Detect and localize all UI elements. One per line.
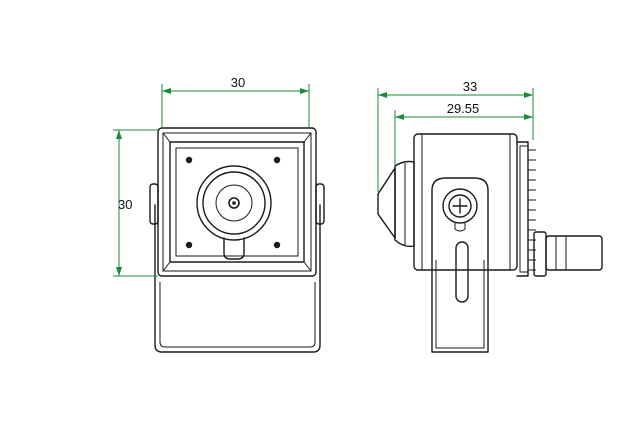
side-lens-cone (377, 167, 396, 239)
front-left-ear (149, 183, 159, 225)
side-bracket-plate (431, 177, 489, 353)
side-total-length-dimension: 33 (377, 79, 534, 192)
screw-top-left (185, 156, 193, 164)
side-total-length-label: 33 (463, 79, 477, 94)
side-body (413, 133, 518, 271)
front-chamfer-bottom (162, 261, 312, 272)
lens-ring-outer (196, 165, 272, 241)
front-face-plate (169, 141, 305, 263)
side-bracket-slot (455, 241, 469, 303)
side-bracket-inner (435, 260, 485, 349)
side-heat-fins (516, 141, 536, 277)
front-view (149, 127, 325, 353)
lens-pinhole (228, 197, 240, 209)
front-width-dimension: 30 (161, 75, 310, 128)
side-body-length-label: 29.55 (447, 101, 480, 116)
lens-ring-middle (202, 171, 266, 235)
side-pivot-screw (448, 194, 472, 218)
front-height-label: 30 (118, 197, 132, 212)
side-pivot-neck (454, 223, 466, 232)
front-body-outer (157, 127, 317, 277)
front-face-inner (175, 147, 299, 257)
lens-center-dot (232, 201, 236, 205)
screw-bottom-right (273, 241, 281, 249)
front-chamfer-top (162, 132, 312, 143)
side-cable-connector (533, 231, 603, 277)
lens-ring-inner (215, 184, 253, 222)
front-body-bevel (162, 132, 312, 272)
front-width-label: 30 (231, 75, 245, 90)
side-view (377, 133, 603, 353)
front-bracket-inner (159, 282, 316, 348)
front-bracket (154, 204, 321, 353)
side-pivot-washer (442, 188, 478, 224)
screw-top-right (273, 156, 281, 164)
front-height-dimension: 30 (113, 129, 158, 277)
screw-bottom-left (185, 241, 193, 249)
front-lens-tab (223, 237, 245, 260)
side-body-length-dimension: 29.55 (394, 101, 534, 166)
